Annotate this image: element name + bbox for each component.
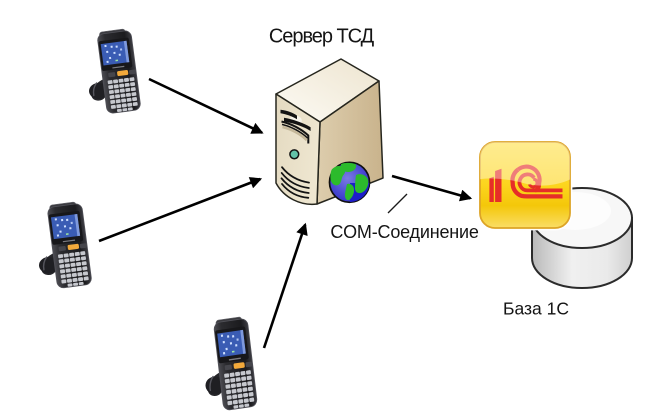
svg-text:База 1С: База 1С — [503, 299, 569, 319]
svg-text:Сервер ТСД: Сервер ТСД — [269, 26, 375, 48]
svg-text:COM-Соединение: COM-Соединение — [330, 222, 479, 242]
